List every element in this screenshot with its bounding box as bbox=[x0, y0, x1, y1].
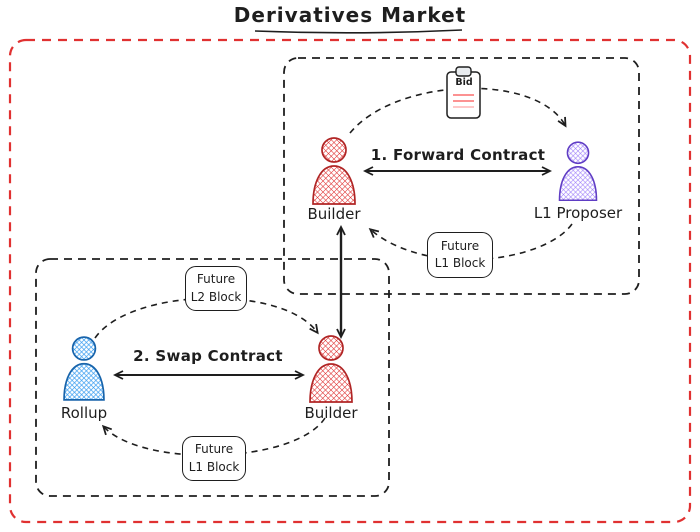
diagram-title: Derivatives Market bbox=[233, 3, 467, 27]
future-l1-block-swap: Future L1 Block bbox=[182, 436, 246, 481]
l1-proposer-label: L1 Proposer bbox=[533, 204, 623, 222]
future-l2-block-swap: Future L2 Block bbox=[185, 266, 247, 311]
proposer-body bbox=[558, 166, 598, 202]
rollup-body bbox=[63, 362, 105, 401]
future-box-line1: Future bbox=[440, 238, 480, 253]
future-l1-return-arrow-swap bbox=[104, 417, 326, 457]
l1-proposer-figure bbox=[558, 141, 598, 202]
builder-head bbox=[321, 137, 347, 163]
builder-head bbox=[318, 335, 344, 361]
bid-label: Bid bbox=[455, 77, 473, 88]
future-box-line2: L1 Block bbox=[434, 256, 486, 270]
builder-body bbox=[309, 363, 353, 403]
future-box-line2: L1 Block bbox=[188, 459, 240, 474]
rollup-head bbox=[71, 336, 97, 361]
builder-label-forward: Builder bbox=[307, 205, 361, 223]
builder-label-swap: Builder bbox=[304, 404, 358, 422]
title-underline bbox=[254, 29, 463, 34]
future-l1-return-arrow-forward bbox=[371, 223, 573, 261]
forward-contract-label: 1. Forward Contract bbox=[370, 146, 546, 164]
outer-market-boundary bbox=[8, 38, 692, 524]
future-box-line1: Future bbox=[194, 442, 234, 457]
rollup-figure bbox=[63, 336, 105, 401]
future-box-line2: L2 Block bbox=[190, 289, 242, 304]
future-box-line1: Future bbox=[196, 272, 236, 287]
bid-clipboard bbox=[446, 66, 481, 119]
rollup-label: Rollup bbox=[60, 404, 108, 422]
proposer-head bbox=[566, 141, 590, 165]
forward-market-box bbox=[283, 57, 640, 295]
future-l1-block-forward: Future L1 Block bbox=[427, 232, 493, 278]
clipboard-clip bbox=[455, 66, 472, 77]
swap-contract-label: 2. Swap Contract bbox=[133, 347, 283, 365]
builder-figure-forward bbox=[312, 137, 356, 205]
builder-figure-swap bbox=[309, 335, 353, 403]
swap-market-box bbox=[35, 258, 390, 497]
builder-body bbox=[312, 165, 356, 205]
